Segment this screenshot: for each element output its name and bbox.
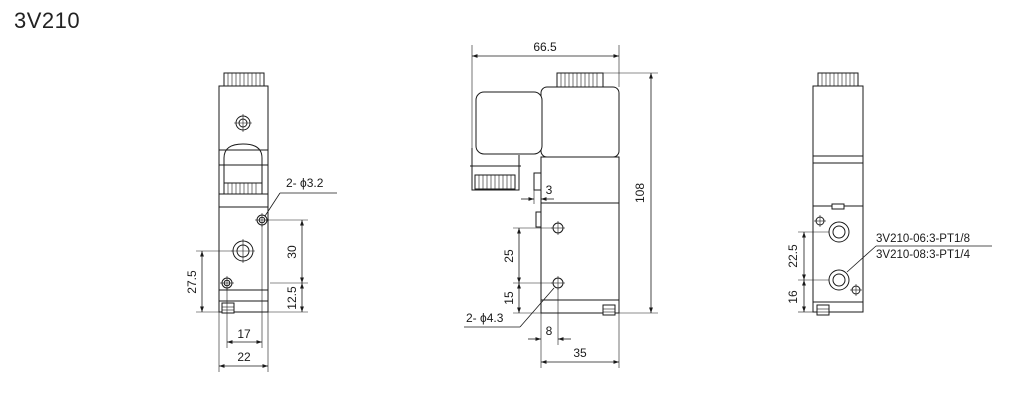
dim-17: 17 (237, 327, 251, 341)
right-valve-body (812, 205, 864, 313)
lower-knurl (223, 182, 263, 195)
connector-stem (471, 148, 520, 191)
dim-12-5: 12.5 (285, 286, 299, 310)
center-hole-lower-icon (551, 276, 565, 290)
side-step-upper (533, 172, 541, 191)
port-label-1: 3V210-06:3-PT1/8 (876, 233, 970, 245)
dim-16: 16 (786, 290, 800, 304)
right-coil (812, 85, 864, 157)
drawing-title: 3V210 (14, 8, 81, 33)
right-small-hole-lower-icon (850, 284, 862, 296)
dim-27-5: 27.5 (185, 270, 199, 294)
right-mid-section (812, 155, 864, 207)
connector-knurl (474, 174, 516, 190)
right-small-hole-upper-icon (814, 215, 826, 227)
dim-22: 22 (237, 350, 251, 364)
armature-block (540, 156, 620, 204)
center-bottom-tab (602, 304, 616, 316)
dim-8: 8 (546, 324, 553, 338)
center-knurl-cap (556, 72, 604, 88)
plug-outline (223, 143, 263, 184)
left-hole-callout: 2- ϕ3.2 (286, 176, 324, 190)
dim-30: 30 (285, 245, 299, 259)
port-label-2: 3V210-08:3-PT1/4 (876, 249, 971, 261)
left-view: 2- ϕ3.2 30 12.5 27.5 17 22 (185, 72, 337, 372)
right-bottom-tab (816, 304, 830, 316)
center-hole-upper-icon (551, 221, 565, 235)
center-hole-callout: 2- ϕ4.3 (466, 311, 504, 325)
dim-22-5: 22.5 (786, 244, 800, 268)
right-top-tab (831, 203, 845, 210)
center-coil (540, 86, 620, 158)
top-knurl-cap (223, 72, 265, 87)
bottom-tab (221, 302, 235, 314)
dim-25: 25 (502, 249, 516, 263)
side-step-lower (535, 211, 541, 228)
coil-screw-icon (234, 114, 252, 132)
center-view: 66.5 108 3 25 15 2- ϕ4.3 8 35 (464, 40, 658, 368)
right-knurl-cap (817, 72, 859, 87)
dim-3: 3 (546, 183, 553, 197)
coil-body (218, 85, 269, 195)
dim-35: 35 (573, 346, 587, 360)
dim-15: 15 (502, 291, 516, 305)
right-view: 3V210-06:3-PT1/8 3V210-08:3-PT1/4 22.5 1… (786, 72, 992, 316)
dim-66-5: 66.5 (533, 40, 557, 54)
connector-housing (475, 91, 543, 155)
dim-108: 108 (633, 183, 647, 203)
center-valve-body (540, 202, 620, 314)
valve-body (218, 193, 269, 313)
